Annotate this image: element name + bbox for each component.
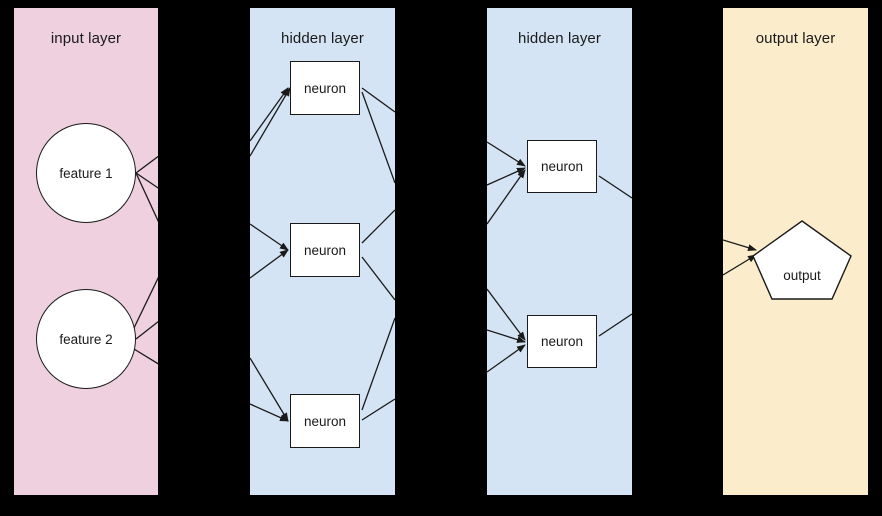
node-label: neuron	[303, 80, 347, 96]
node-hidden-2-neuron-1[interactable]: neuron	[527, 140, 597, 193]
node-feature-2[interactable]: feature 2	[36, 289, 136, 389]
node-feature-1[interactable]: feature 1	[36, 123, 136, 223]
node-hidden-1-neuron-3[interactable]: neuron	[290, 394, 360, 448]
node-label: neuron	[540, 334, 584, 349]
edges-hidden-layer-2	[487, 141, 632, 373]
layer-title-input: input layer	[50, 30, 122, 47]
node-label: neuron	[303, 242, 347, 258]
layer-title-output: output layer	[755, 30, 836, 47]
node-label: neuron	[303, 413, 347, 429]
node-label: feature 2	[59, 331, 113, 347]
edges-input-layer	[132, 155, 158, 365]
node-output[interactable]: output	[752, 220, 852, 301]
node-hidden-2-neuron-2[interactable]: neuron	[527, 315, 597, 368]
node-hidden-1-neuron-1[interactable]: neuron	[290, 61, 360, 115]
node-hidden-1-neuron-2[interactable]: neuron	[290, 223, 360, 277]
pentagon-shape	[752, 220, 852, 300]
node-label: output	[783, 268, 821, 283]
layer-title-hidden-1: hidden layer	[281, 30, 364, 47]
layer-panel-hidden-1: hidden layer	[250, 8, 395, 495]
node-label: neuron	[540, 159, 584, 174]
layer-panel-input: input layer feature 1 feature 2	[14, 8, 158, 495]
node-label: feature 1	[59, 165, 113, 181]
layer-panel-output: output layer output	[723, 8, 868, 495]
layer-title-hidden-2: hidden layer	[518, 30, 601, 47]
layer-panel-hidden-2: hidden layer neuron	[487, 8, 632, 495]
